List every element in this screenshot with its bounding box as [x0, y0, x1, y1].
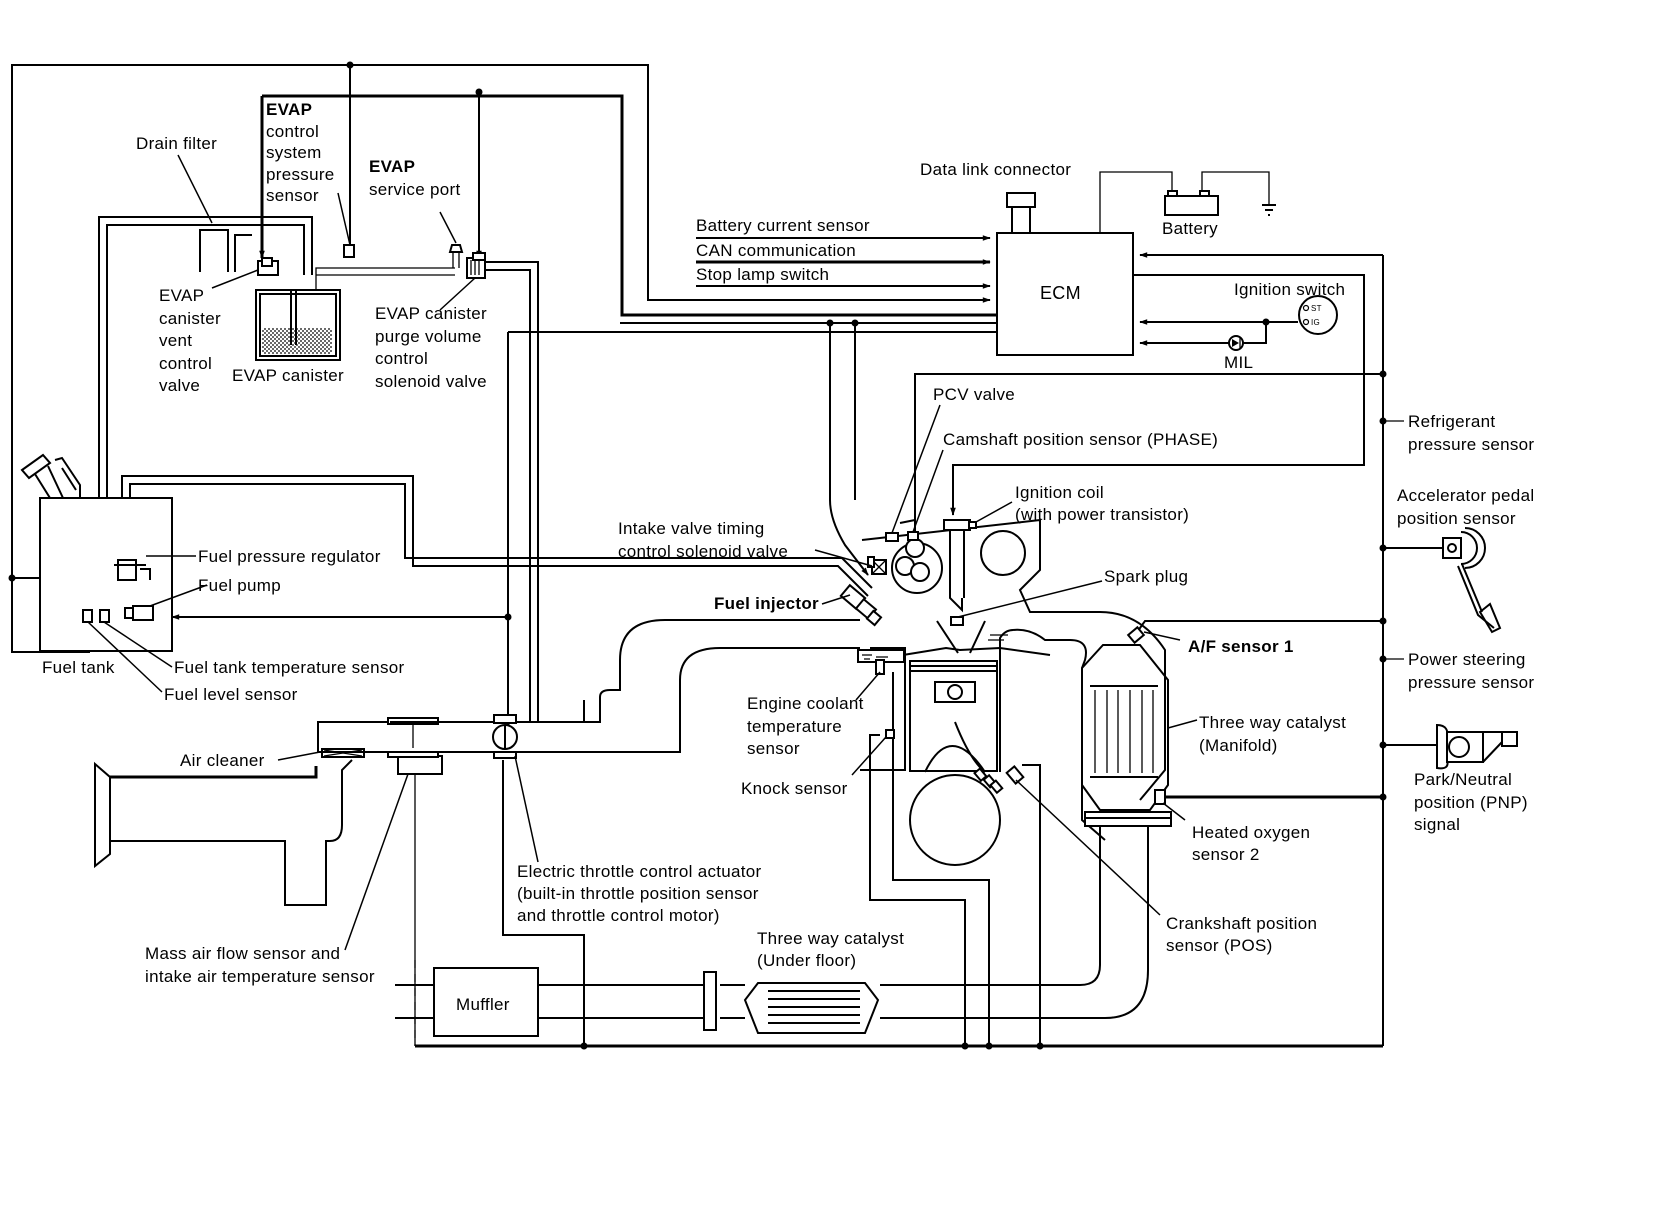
accelerator-sensor-label-2: position sensor — [1397, 509, 1516, 528]
coolant-temp-sensor-label-2: temperature — [747, 717, 842, 736]
intake-system — [94, 619, 860, 951]
knock-sensor-label: Knock sensor — [741, 779, 848, 798]
drain-filter-label: Drain filter — [136, 134, 217, 153]
fuel-tank-temperature-sensor-label: Fuel tank temperature sensor — [174, 658, 404, 677]
throttle-actuator-label-3: and throttle control motor) — [517, 906, 720, 925]
crankshaft-sensor-label-1: Crankshaft position — [1166, 914, 1317, 933]
refrigerant-sensor-label-1: Refrigerant — [1408, 412, 1495, 431]
pnp-signal-label-2: position (PNP) — [1414, 793, 1528, 812]
mil-label: MIL — [1224, 353, 1253, 372]
stop-lamp-switch-label: Stop lamp switch — [696, 265, 829, 284]
ignition-switch-terminal-st: ST — [1311, 304, 1322, 313]
twc-manifold-label-1: Three way catalyst — [1199, 713, 1346, 732]
battery-current-sensor-label: Battery current sensor — [696, 216, 870, 235]
maf-sensor-label-1: Mass air flow sensor and — [145, 944, 340, 963]
evap-service-port-label-1: EVAP — [369, 157, 415, 176]
pnp-signal-label-1: Park/Neutral — [1414, 770, 1512, 789]
muffler-label: Muffler — [456, 995, 510, 1014]
power-steering-sensor-label-1: Power steering — [1408, 650, 1526, 669]
coolant-temp-sensor-label-3: sensor — [747, 739, 800, 758]
ignition-switch-label: Ignition switch — [1234, 280, 1345, 299]
fuel-tank-label: Fuel tank — [42, 658, 115, 677]
evap-pressure-sensor-label-5: sensor — [266, 186, 319, 205]
af-sensor-label: A/F sensor 1 — [1188, 637, 1294, 656]
evap-system — [177, 154, 486, 361]
evap-vent-valve-label-2: canister — [159, 309, 221, 328]
fuel-injector-leader — [821, 594, 851, 605]
ecm-box — [996, 232, 1134, 356]
ivt-solenoid-label-2: control solenoid valve — [618, 542, 788, 561]
labels: ECM Battery current sensor CAN communica… — [42, 100, 1534, 1014]
evap-service-port-label-2: service port — [369, 180, 460, 199]
pnp-signal-label-3: signal — [1414, 815, 1460, 834]
evap-pressure-sensor-label-4: pressure — [266, 165, 335, 184]
evap-pressure-sensor-label-2: control — [266, 122, 319, 141]
evap-purge-valve-label-4: solenoid valve — [375, 372, 487, 391]
spark-plug-label: Spark plug — [1104, 567, 1188, 586]
fuel-pump-label: Fuel pump — [198, 576, 281, 595]
ignition-coil-label-2: (with power transistor) — [1015, 505, 1189, 524]
fuel-injector-label: Fuel injector — [714, 594, 819, 613]
throttle-actuator-label-2: (built-in throttle position sensor — [517, 884, 759, 903]
fuel-pressure-regulator-label: Fuel pressure regulator — [198, 547, 381, 566]
ignition-switch-terminal-ig: IG — [1311, 318, 1320, 327]
evap-purge-valve-label-3: control — [375, 349, 428, 368]
twc-underfloor-label-2: (Under floor) — [757, 951, 856, 970]
accelerator-sensor-label-1: Accelerator pedal — [1397, 486, 1534, 505]
ignition-coil-label-1: Ignition coil — [1015, 483, 1104, 502]
ho2s2-label-1: Heated oxygen — [1192, 823, 1310, 842]
right-sensors — [1436, 527, 1518, 770]
power-steering-sensor-label-2: pressure sensor — [1408, 673, 1534, 692]
air-cleaner-leader — [277, 751, 321, 761]
air-cleaner-label: Air cleaner — [180, 751, 265, 770]
twc-underfloor-label-1: Three way catalyst — [757, 929, 904, 948]
evap-purge-valve-label-1: EVAP canister — [375, 304, 487, 323]
evap-pressure-sensor-label-1: EVAP — [266, 100, 312, 119]
evap-vent-valve-label-4: control — [159, 354, 212, 373]
fuel-level-sensor-label: Fuel level sensor — [164, 685, 298, 704]
battery-label: Battery — [1162, 219, 1218, 238]
refrigerant-sensor-label-2: pressure sensor — [1408, 435, 1534, 454]
data-link-connector-label: Data link connector — [920, 160, 1071, 179]
evap-purge-valve-label-2: purge volume — [375, 327, 482, 346]
ho2s2-label-2: sensor 2 — [1192, 845, 1260, 864]
evap-vent-valve-label-1: EVAP — [159, 286, 204, 305]
exhaust-system — [395, 625, 1198, 1046]
ecm-label: ECM — [1040, 283, 1081, 303]
evap-canister-label: EVAP canister — [232, 366, 344, 385]
evap-vent-valve-label-5: valve — [159, 376, 200, 395]
can-communication-label: CAN communication — [696, 241, 856, 260]
pcv-valve-label: PCV valve — [933, 385, 1015, 404]
evap-vent-valve-label-3: vent — [159, 331, 192, 350]
maf-sensor-label-2: intake air temperature sensor — [145, 967, 375, 986]
evap-pressure-sensor-label-3: system — [266, 143, 322, 162]
throttle-actuator-label-1: Electric throttle control actuator — [517, 862, 762, 881]
ivt-solenoid-label-1: Intake valve timing — [618, 519, 765, 538]
twc-manifold-label-2: (Manifold) — [1199, 736, 1278, 755]
engine — [814, 404, 1166, 916]
camshaft-sensor-label: Camshaft position sensor (PHASE) — [943, 430, 1218, 449]
coolant-temp-sensor-label-1: Engine coolant — [747, 694, 864, 713]
crankshaft-sensor-label-2: sensor (POS) — [1166, 936, 1273, 955]
fuel-tank — [20, 453, 208, 693]
